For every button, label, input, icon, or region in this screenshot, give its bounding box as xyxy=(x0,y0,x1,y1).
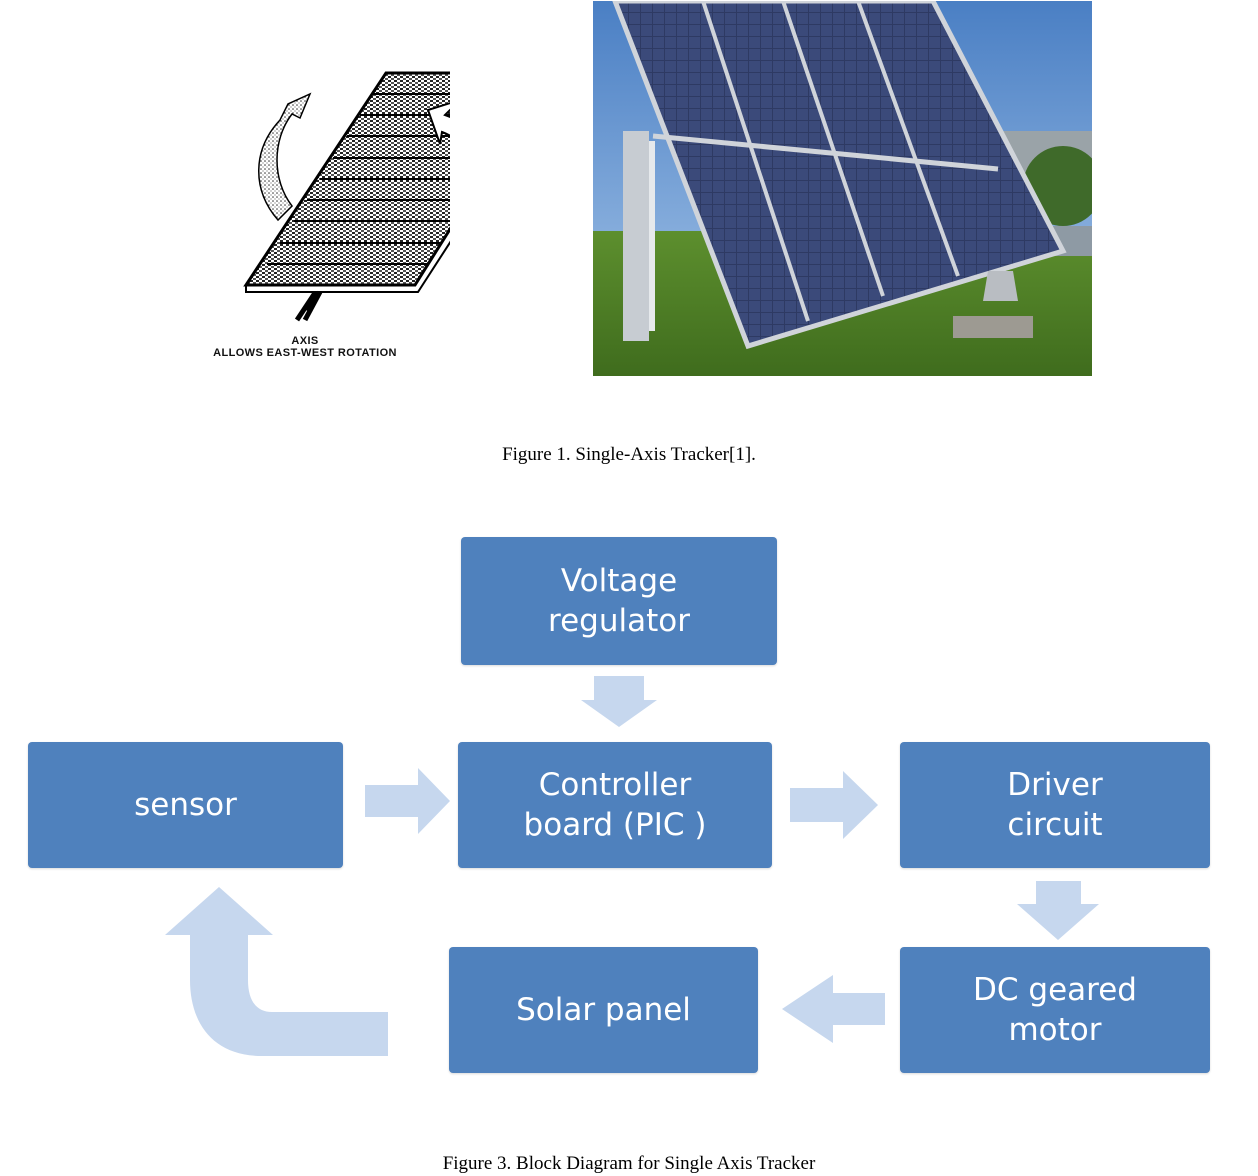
figure-1-caption: Figure 1. Single-Axis Tracker[1]. xyxy=(502,444,756,465)
driver-circuit-label: Driver circuit xyxy=(1007,767,1103,843)
controller-board-label: Controller board (PIC ) xyxy=(523,767,707,843)
tracker-line-drawing xyxy=(243,22,556,322)
dc-geared-motor-block: DC geared motor xyxy=(900,947,1210,1073)
sensor-block: sensor xyxy=(28,742,343,868)
arrow-driver-to-motor xyxy=(1017,881,1099,940)
solar-tracker-photo-illustration xyxy=(593,1,1092,376)
solar-panel-label: Solar panel xyxy=(516,992,691,1028)
arrow-controller-to-driver xyxy=(790,771,878,839)
diagram-arrows xyxy=(165,676,1099,1056)
voltage-regulator-label: Voltage regulator xyxy=(548,563,690,639)
solar-panel-block: Solar panel xyxy=(449,947,758,1073)
arrow-sensor-to-controller xyxy=(365,768,450,834)
axis-description: ALLOWS EAST-WEST ROTATION xyxy=(213,347,397,359)
arrow-solar-to-sensor xyxy=(165,887,388,1056)
arrow-motor-to-solar xyxy=(782,975,885,1043)
single-axis-tracker-drawing: AXIS ALLOWS EAST-WEST ROTATION xyxy=(160,20,556,365)
axis-label: AXIS xyxy=(291,335,319,347)
sensor-label: sensor xyxy=(134,787,237,823)
solar-tracker-photo xyxy=(593,1,1092,376)
dc-geared-motor-label: DC geared motor xyxy=(973,972,1137,1048)
controller-board-block: Controller board (PIC ) xyxy=(458,742,772,868)
driver-circuit-block: Driver circuit xyxy=(900,742,1210,868)
arrow-voltage-to-controller xyxy=(581,676,657,727)
voltage-regulator-block: Voltage regulator xyxy=(461,537,777,665)
figure-3-caption: Figure 3. Block Diagram for Single Axis … xyxy=(442,1153,816,1174)
